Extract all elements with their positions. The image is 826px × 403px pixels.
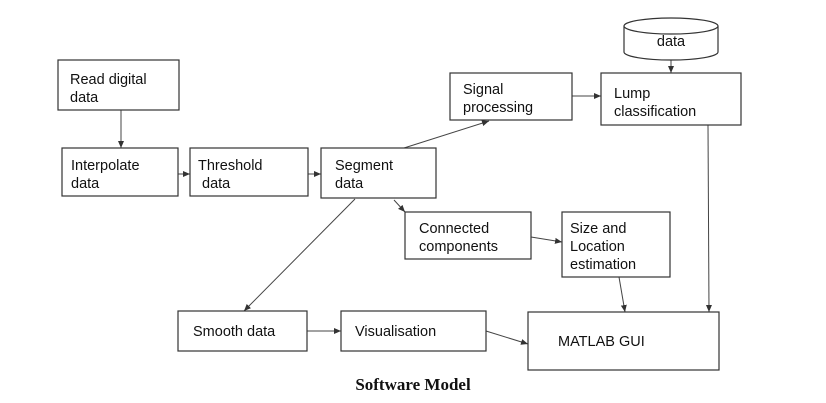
node-lump-line-1: Lump	[614, 86, 650, 102]
node-read-line-2: data	[70, 90, 99, 106]
node-visual-line-1: Visualisation	[355, 324, 436, 340]
node-lump-classification: Lump classification	[600, 72, 742, 126]
node-threshold-data: Threshold data	[189, 147, 309, 197]
node-lump-line-2: classification	[614, 104, 696, 120]
edge-segment-to-signal	[403, 120, 490, 149]
node-gui-line-1: MATLAB GUI	[558, 334, 645, 350]
edge-size-to-gui	[618, 276, 627, 313]
node-segment-data: Segment data	[320, 147, 437, 199]
edge-segment-to-smooth	[243, 198, 356, 312]
edge-visual-to-gui	[485, 330, 529, 345]
edge-connected-to-size	[530, 236, 563, 244]
node-size-line-2: Location	[570, 239, 625, 255]
edges-layer	[118, 60, 712, 345]
node-segment-line-1: Segment	[335, 158, 393, 174]
node-data-store: data	[623, 17, 719, 61]
edge-segment-to-connected	[393, 199, 406, 213]
node-size-line-1: Size and	[570, 221, 626, 237]
node-signal-line-2: processing	[463, 100, 533, 116]
node-interp-line-1: Interpolate	[71, 158, 140, 174]
node-signal-line-1: Signal	[463, 82, 503, 98]
node-connected-line-1: Connected	[419, 221, 489, 237]
node-thresh-line-1: Threshold	[198, 158, 262, 174]
node-interp-line-2: data	[71, 176, 100, 192]
node-smooth-line-1: Smooth data	[193, 324, 276, 340]
node-connected-line-2: components	[419, 239, 498, 255]
node-thresh-line-2: data	[198, 176, 231, 192]
node-matlab-gui: MATLAB GUI	[527, 311, 720, 371]
node-signal-processing: Signal processing	[449, 72, 573, 121]
db-icon-label: data	[657, 34, 686, 50]
node-read-digital-data: Read digital data	[57, 59, 180, 111]
node-size-line-3: estimation	[570, 257, 636, 273]
node-smooth-data: Smooth data	[177, 310, 308, 352]
edge-lump-to-gui	[705, 124, 712, 313]
node-visualisation: Visualisation	[340, 310, 487, 352]
figure-caption: Software Model	[355, 375, 471, 394]
node-interpolate-data: Interpolate data	[61, 147, 179, 197]
node-read-line-1: Read digital	[70, 72, 147, 88]
node-segment-line-2: data	[335, 176, 364, 192]
node-size-location-estimation: Size and Location estimation	[561, 211, 671, 278]
node-connected-components: Connected components	[404, 211, 532, 260]
